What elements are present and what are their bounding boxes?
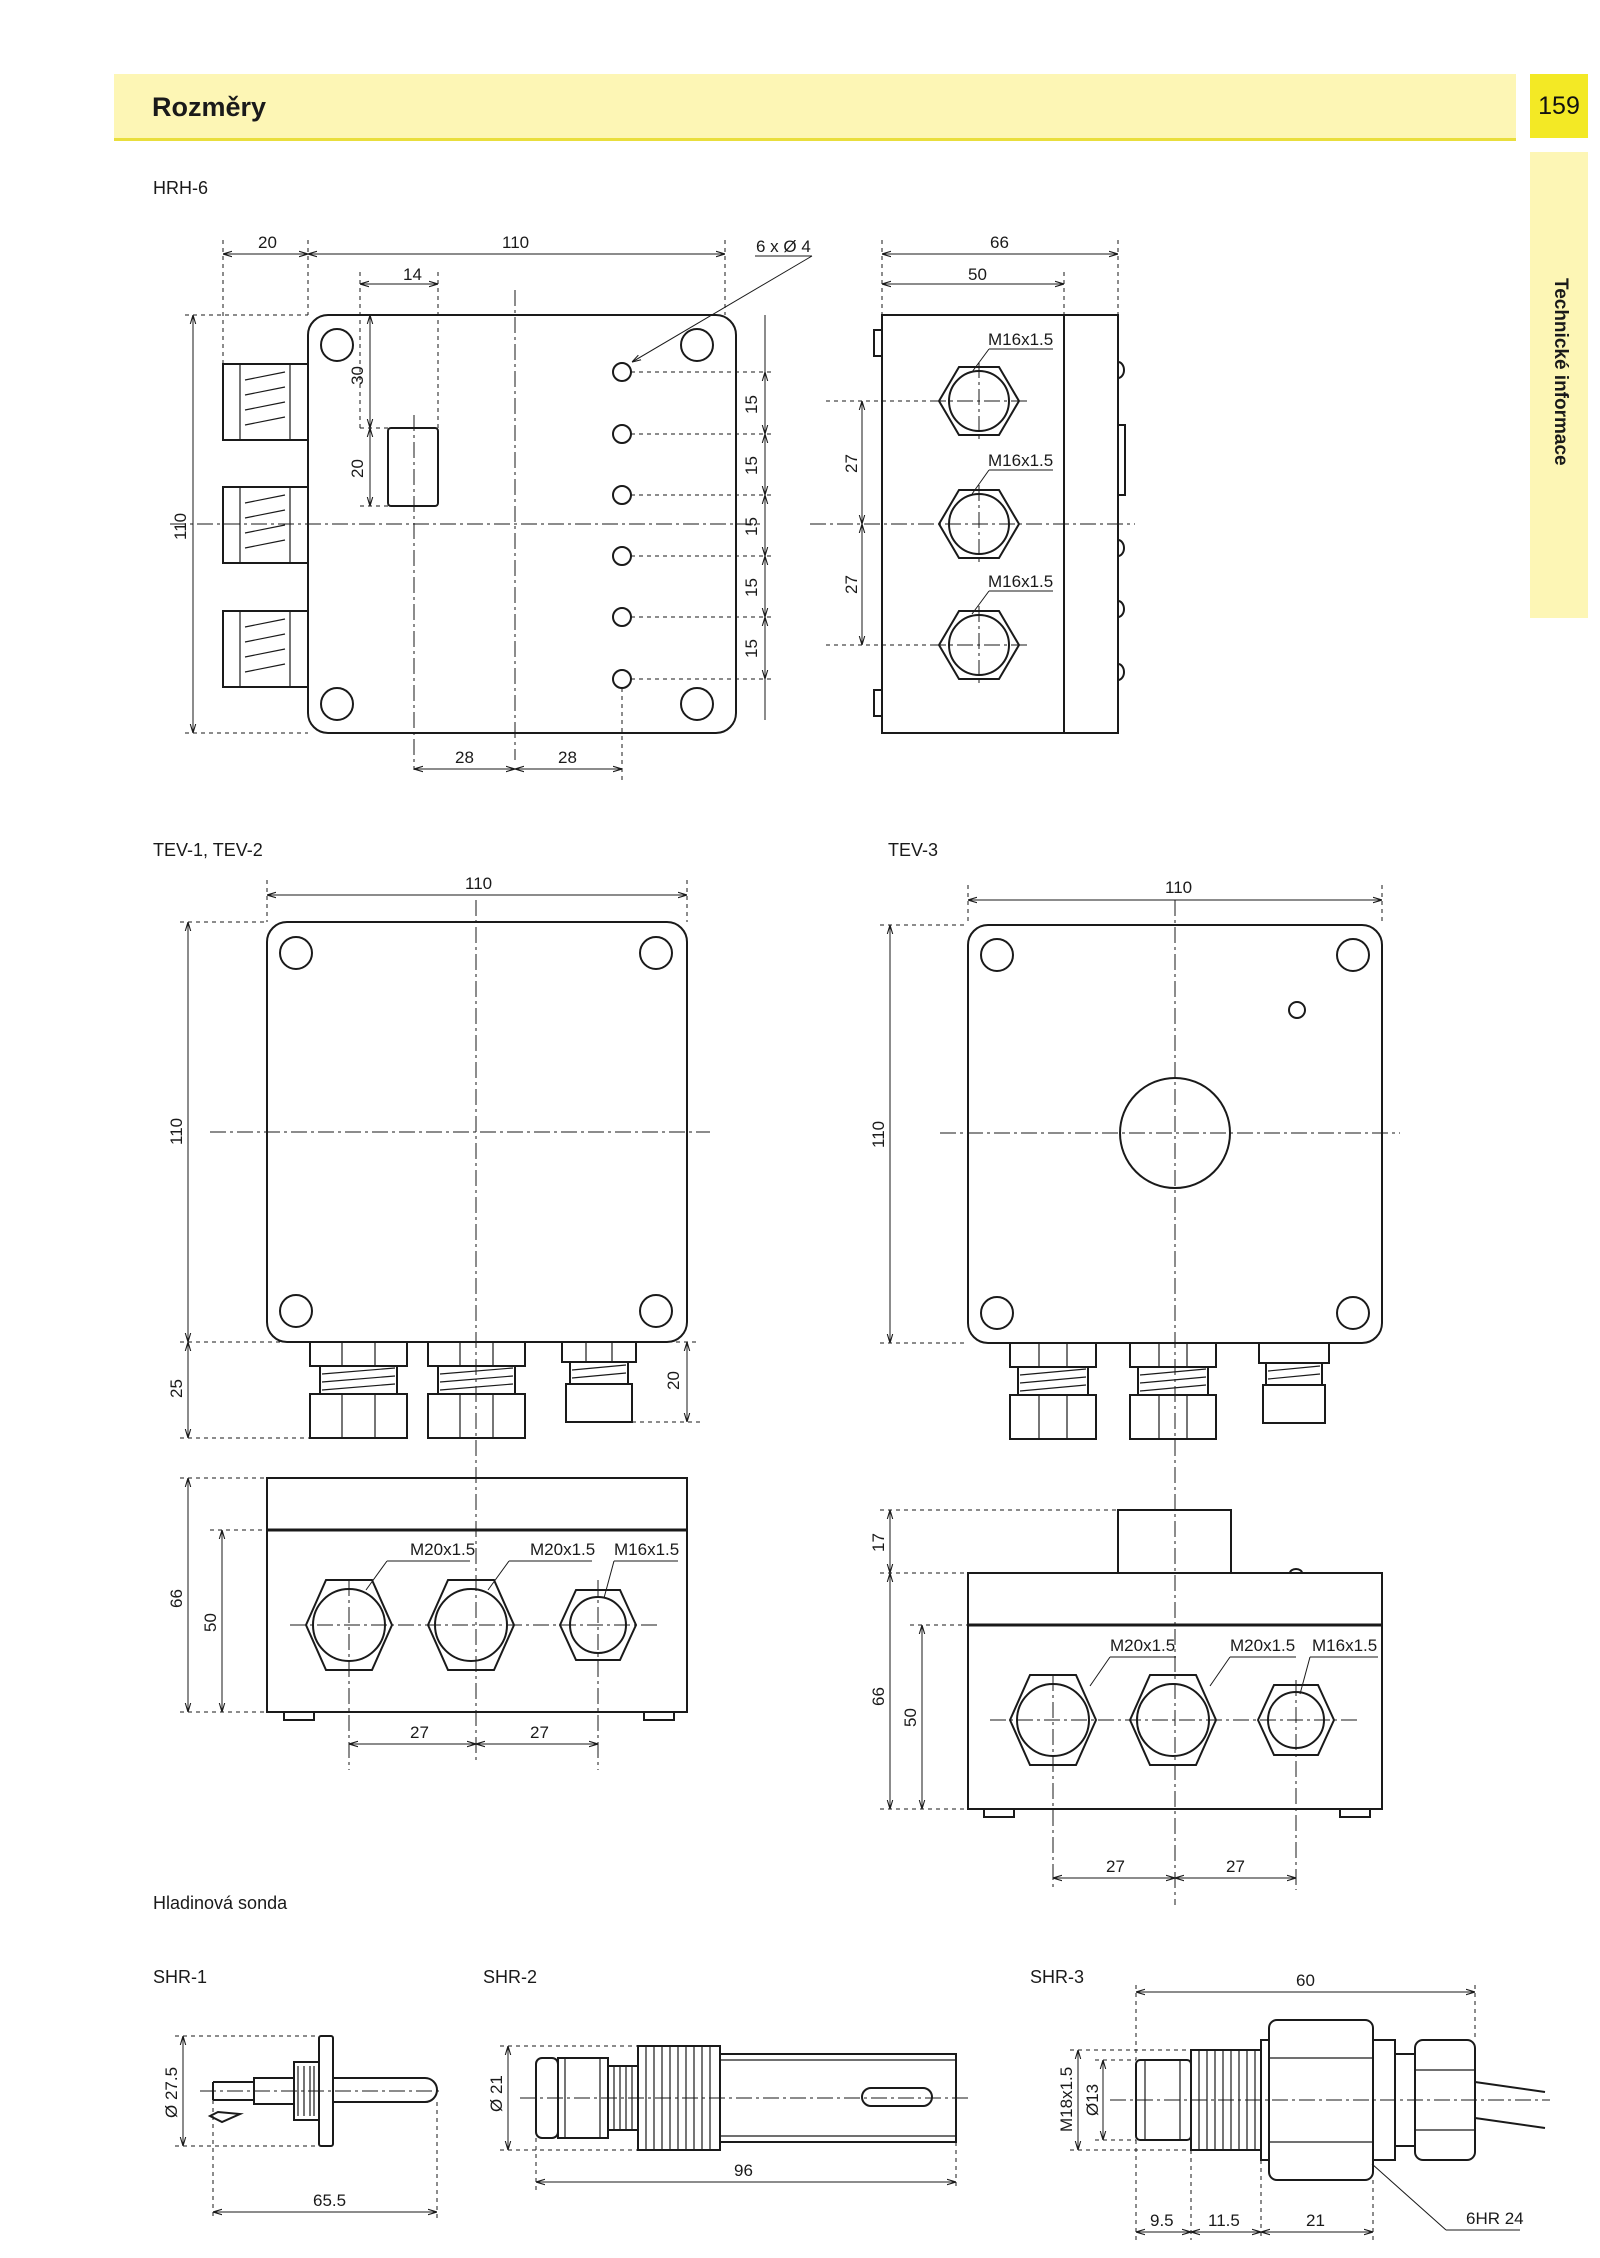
dim-tev3-s50: 50 <box>901 1708 920 1727</box>
dim-tev12-w110: 110 <box>465 874 492 893</box>
dim-tev3-b27b: 27 <box>1226 1857 1245 1876</box>
page-title: Rozměry <box>152 92 267 122</box>
dim-hrh6-h20: 20 <box>348 459 367 478</box>
tev3-side-view: 17 66 50 27 27 M20x1.5 M20x1.5 M16x1.5 <box>869 1509 1383 1890</box>
header-bar: Rozměry <box>114 74 1516 141</box>
section-label-hrh6: HRH-6 <box>153 178 209 198</box>
dim-shr3-b: 11.5 <box>1208 2211 1240 2230</box>
hrh6-side-view: 66 50 27 27 M16x1.5 M16x1.5 M16x1.5 <box>810 233 1135 734</box>
dim-hrh6-m3: M16x1.5 <box>988 572 1053 591</box>
section-label-shr1: SHR-1 <box>153 1967 208 1987</box>
dim-shr3-c: 21 <box>1306 2211 1325 2230</box>
dim-hrh6-b28a: 28 <box>455 748 474 767</box>
dim-tev12-m3: M16x1.5 <box>614 1540 679 1559</box>
dim-hrh6-m2: M16x1.5 <box>988 451 1053 470</box>
dim-hrh6-110: 110 <box>502 233 529 252</box>
dim-tev12-b27a: 27 <box>410 1723 429 1742</box>
hrh6-front-view: 20 110 14 6 x Ø 4 110 30 20 15 15 15 15 … <box>170 233 813 780</box>
section-label-tev3: TEV-3 <box>888 840 939 860</box>
dim-hrh6-14: 14 <box>403 265 422 284</box>
dim-tev3-s66: 66 <box>869 1687 888 1706</box>
dim-hrh6-m1: M16x1.5 <box>988 330 1053 349</box>
dim-tev3-b27a: 27 <box>1106 1857 1125 1876</box>
dim-tev3-m2: M20x1.5 <box>1230 1636 1295 1655</box>
dim-tev3-m3: M16x1.5 <box>1312 1636 1377 1655</box>
dim-hrh6-p15d: 15 <box>742 578 761 597</box>
dim-shr3-dia13: Ø13 <box>1083 2084 1102 2116</box>
tev3-front-view: 110 110 <box>869 878 1400 1905</box>
dim-tev12-m2: M20x1.5 <box>530 1540 595 1559</box>
dim-tev12-h25: 25 <box>167 1379 186 1398</box>
dim-tev3-h17: 17 <box>869 1533 888 1552</box>
dim-shr3-hex: 6HR 24 <box>1466 2209 1524 2228</box>
dim-hrh6-b28b: 28 <box>558 748 577 767</box>
dim-shr2-len: 96 <box>734 2161 753 2180</box>
dim-hrh6-p15a: 15 <box>742 395 761 414</box>
shr1-drawing: Ø 27.5 65.5 <box>162 2035 440 2220</box>
dim-tev12-h20: 20 <box>664 1371 683 1390</box>
dim-shr3-len60: 60 <box>1296 1971 1315 1990</box>
dim-tev3-w110: 110 <box>1165 878 1192 897</box>
dim-hrh6-p15b: 15 <box>742 456 761 475</box>
dim-shr2-dia: Ø 21 <box>487 2075 506 2112</box>
dim-hrh6-s50: 50 <box>968 265 987 284</box>
shr3-drawing: 60 M18x1.5 Ø13 9.5 11.5 21 6HR 24 <box>1057 1971 1550 2240</box>
dim-hrh6-p15e: 15 <box>742 639 761 658</box>
dim-hrh6-p15c: 15 <box>742 517 761 536</box>
dim-hrh6-holes: 6 x Ø 4 <box>756 237 811 256</box>
dim-shr3-a: 9.5 <box>1150 2211 1174 2230</box>
page-number: 159 <box>1530 74 1588 138</box>
tev12-front-view: 110 110 25 20 <box>167 874 710 1760</box>
dim-shr3-thread: M18x1.5 <box>1057 2067 1076 2132</box>
dim-tev3-m1: M20x1.5 <box>1110 1636 1175 1655</box>
dim-shr1-len: 65.5 <box>313 2191 346 2210</box>
dim-tev12-s50: 50 <box>201 1613 220 1632</box>
dim-tev12-b27b: 27 <box>530 1723 549 1742</box>
dim-tev12-s66: 66 <box>167 1589 186 1608</box>
dim-tev12-m1: M20x1.5 <box>410 1540 475 1559</box>
shr2-drawing: Ø 21 96 <box>487 2045 970 2190</box>
dim-hrh6-h30: 30 <box>348 366 367 385</box>
section-label-shr3: SHR-3 <box>1030 1967 1085 1987</box>
dim-tev3-h110: 110 <box>869 1121 888 1148</box>
dim-tev12-h110: 110 <box>167 1118 186 1145</box>
dim-hrh6-s66: 66 <box>990 233 1009 252</box>
section-label-shr2: SHR-2 <box>483 1967 538 1987</box>
dim-hrh6-s27a: 27 <box>842 454 861 473</box>
dim-hrh6-h110: 110 <box>171 513 190 540</box>
dim-hrh6-20: 20 <box>258 233 277 252</box>
dim-shr1-dia: Ø 27.5 <box>162 2067 181 2118</box>
dim-hrh6-s27b: 27 <box>842 575 861 594</box>
section-label-level-probe: Hladinová sonda <box>153 1893 288 1913</box>
side-tab <box>1530 152 1588 618</box>
section-label-tev12: TEV-1, TEV-2 <box>153 840 263 860</box>
tev12-side-view: 66 50 27 27 M20x1.5 M20x1.5 M16x1.5 <box>167 1477 688 1770</box>
